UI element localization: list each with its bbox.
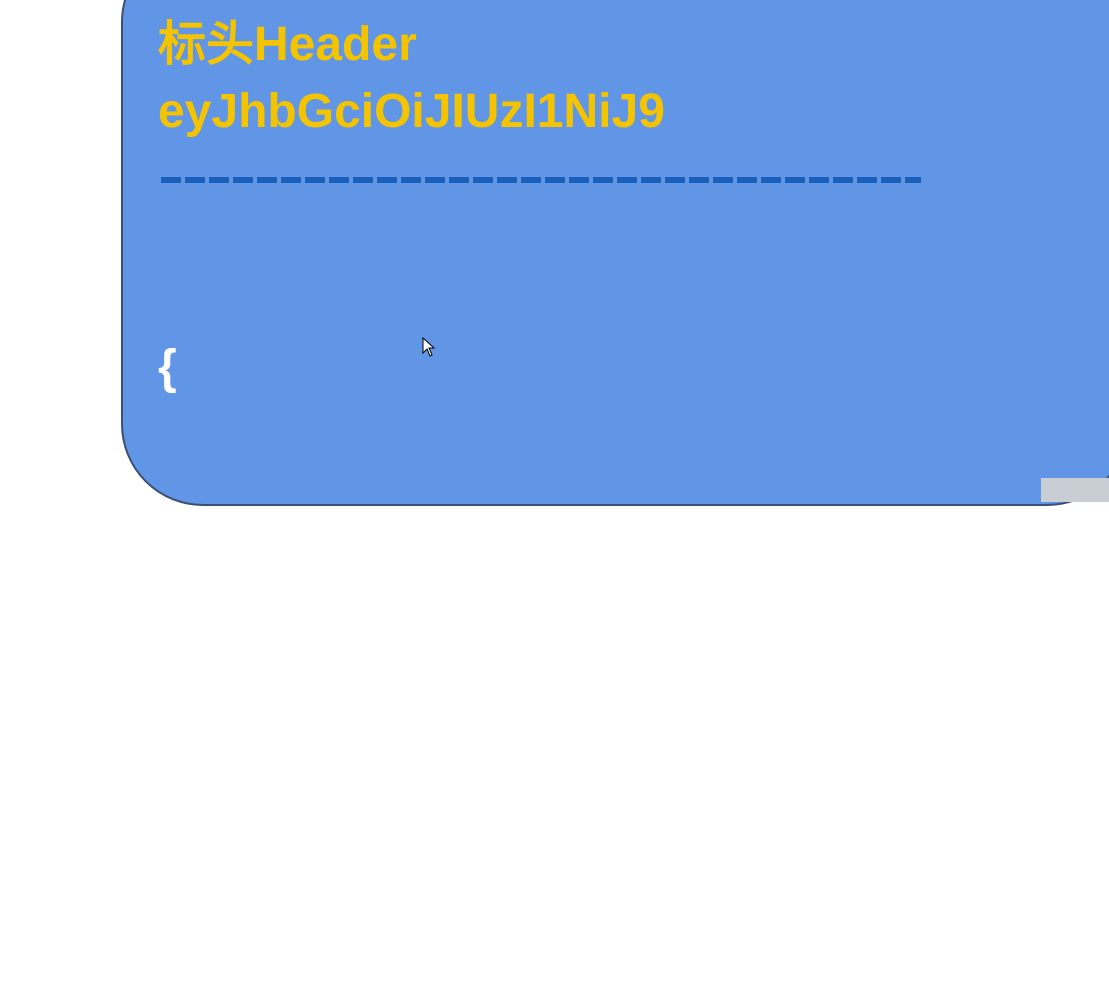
json-code-block: { "alg": "HS256", "typ": "JWT" } [158,213,534,1004]
mouse-pointer-icon [422,337,436,357]
section-title: 标头Header [158,18,417,71]
jwt-header-panel [121,0,1109,506]
code-close-brace: } [158,899,177,952]
encoded-header-string: eyJhbGciOiJIUzI1NiJ9 [158,85,665,138]
corner-overlay [1041,478,1109,502]
code-open-brace: { [158,341,177,394]
dashed-divider [161,177,921,183]
code-line-typ: "typ": "JWT" [158,713,479,766]
code-line-alg: "alg": "HS256", [158,527,535,580]
